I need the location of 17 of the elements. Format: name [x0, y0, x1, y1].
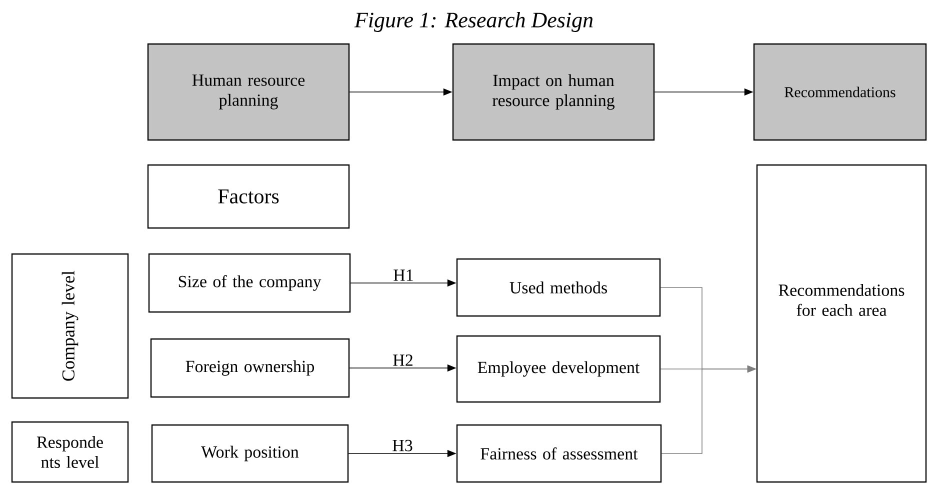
- process-box: Human resource planning: [147, 43, 350, 141]
- edge-label: H3: [392, 440, 412, 452]
- result-box: Recommendations for each area: [756, 164, 927, 483]
- factor-box: Foreign ownership: [150, 338, 350, 398]
- heading-box: Factors: [147, 164, 350, 229]
- process-box: Impact on human resource planning: [452, 43, 655, 141]
- factor-box: Work position: [151, 424, 349, 483]
- level-box: Company level: [11, 253, 129, 399]
- edge-label: H2: [393, 354, 412, 366]
- level-box: Responde nts level: [11, 421, 129, 483]
- figure-title: Figure 1: Research Design: [354, 12, 593, 32]
- factor-box: Size of the company: [148, 253, 351, 313]
- edge-label: H1: [394, 270, 413, 281]
- outcome-box: Fairness of assessment: [456, 424, 662, 483]
- outcome-box: Used methods: [456, 258, 661, 317]
- outcome-box: Employee development: [456, 335, 661, 403]
- process-box: Recommendations: [753, 43, 927, 141]
